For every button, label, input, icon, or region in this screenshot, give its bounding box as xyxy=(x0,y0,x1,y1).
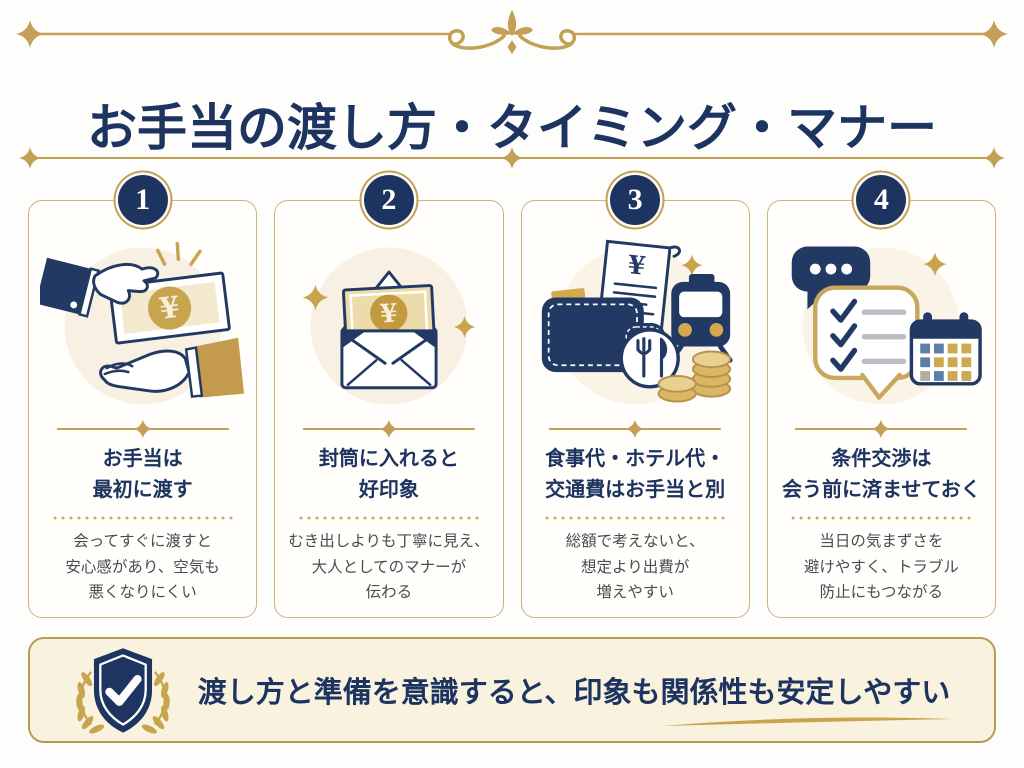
card-divider xyxy=(56,420,229,438)
receiving-hand-icon xyxy=(98,349,191,393)
dotted-divider xyxy=(543,516,728,520)
card-body: 会ってすぐに渡すと 安心感があり、空気も 悪くなりにくい xyxy=(65,533,220,602)
sparkle-icon xyxy=(302,284,329,311)
banknote-icon: ¥ xyxy=(341,284,436,343)
step-number-badge: 1 xyxy=(117,175,168,225)
laurel-icon xyxy=(76,671,170,734)
hand-giving-banknote-illustration: ¥ xyxy=(39,241,244,405)
receiving-sleeve-icon xyxy=(194,337,244,398)
envelope-body-icon xyxy=(340,329,438,390)
step-number-badge: 4 xyxy=(856,175,907,225)
sparkle-icon xyxy=(626,420,645,438)
card-heading: 食事代・ホテル代・ 交通費はお手当と別 xyxy=(545,448,726,501)
sparkle-icon xyxy=(16,20,44,48)
step-card-3: 3 ¥ xyxy=(520,175,750,618)
dotted-divider xyxy=(50,516,235,520)
card-body: 総額で考えないと、 想定より出費が 増えやすい xyxy=(565,533,705,602)
envelope-banknote-illustration: ¥ xyxy=(302,247,476,405)
checklist-bubble-icon xyxy=(813,285,920,400)
card-heading: 封筒に入れると 好印象 xyxy=(318,448,459,501)
cuff-icon xyxy=(184,346,203,398)
yen-icon: ¥ xyxy=(157,289,182,326)
coins-icon xyxy=(657,350,732,403)
sparkle-icon xyxy=(872,420,891,438)
shield-check-icon xyxy=(76,648,170,734)
card-heading: 条件交渉は 会う前に済ませておく xyxy=(781,448,981,501)
step-card-2: 2 ¥ 封筒 xyxy=(274,175,504,618)
gold-underline-stroke xyxy=(661,717,955,726)
giving-sleeve-icon xyxy=(39,257,100,318)
sparkle-icon xyxy=(923,252,948,276)
card-divider xyxy=(549,420,722,438)
sparkle-icon xyxy=(133,420,152,438)
step-card-1: 1 ¥ xyxy=(28,175,258,618)
expenses-illustration: ¥ xyxy=(541,239,733,405)
sparkle-icon xyxy=(453,316,476,338)
sparkle-icon xyxy=(379,420,398,438)
yen-icon: ¥ xyxy=(626,250,647,282)
sparkle-icon xyxy=(983,147,1005,169)
card-body: むき出しよりも丁寧に見え、 大人としてのマナーが 伝わる xyxy=(288,533,490,602)
calendar-icon xyxy=(910,312,983,386)
sparkle-icon xyxy=(681,254,703,276)
summary-banner: 渡し方と準備を意識すると、印象も関係性も安定しやすい xyxy=(28,637,996,743)
sparkle-icon xyxy=(980,20,1008,48)
steps-row: 1 ¥ xyxy=(28,175,996,618)
page-title: お手当の渡し方・タイミング・マナー xyxy=(87,99,937,156)
giving-hand-icon xyxy=(91,262,159,305)
cutlery-icon xyxy=(619,328,681,389)
shield-icon xyxy=(93,648,153,733)
flourish-icon xyxy=(447,10,577,54)
title-divider xyxy=(19,147,1005,169)
card-body: 当日の気まずさを 避けやすく、トラブル 防止にもつながる xyxy=(803,533,959,602)
negotiation-illustration xyxy=(792,246,983,405)
card-divider xyxy=(795,420,968,438)
sparkle-rays-icon xyxy=(155,241,202,266)
summary-message: 渡し方と準備を意識すると、印象も関係性も安定しやすい xyxy=(197,677,951,709)
sparkle-icon xyxy=(501,147,523,169)
card-heading: お手当は 最初に渡す xyxy=(92,448,193,501)
step-number-badge: 3 xyxy=(610,175,661,225)
checkmark-icon xyxy=(105,675,142,706)
dotted-divider xyxy=(789,516,974,520)
train-icon xyxy=(668,273,733,363)
top-ornament-divider xyxy=(16,10,1008,54)
yen-icon: ¥ xyxy=(379,299,398,330)
step-number-badge: 2 xyxy=(363,175,414,225)
step-card-4: 4 xyxy=(766,175,996,618)
card-divider xyxy=(302,420,475,438)
dotted-divider xyxy=(296,516,481,520)
sparkle-icon xyxy=(19,147,41,169)
